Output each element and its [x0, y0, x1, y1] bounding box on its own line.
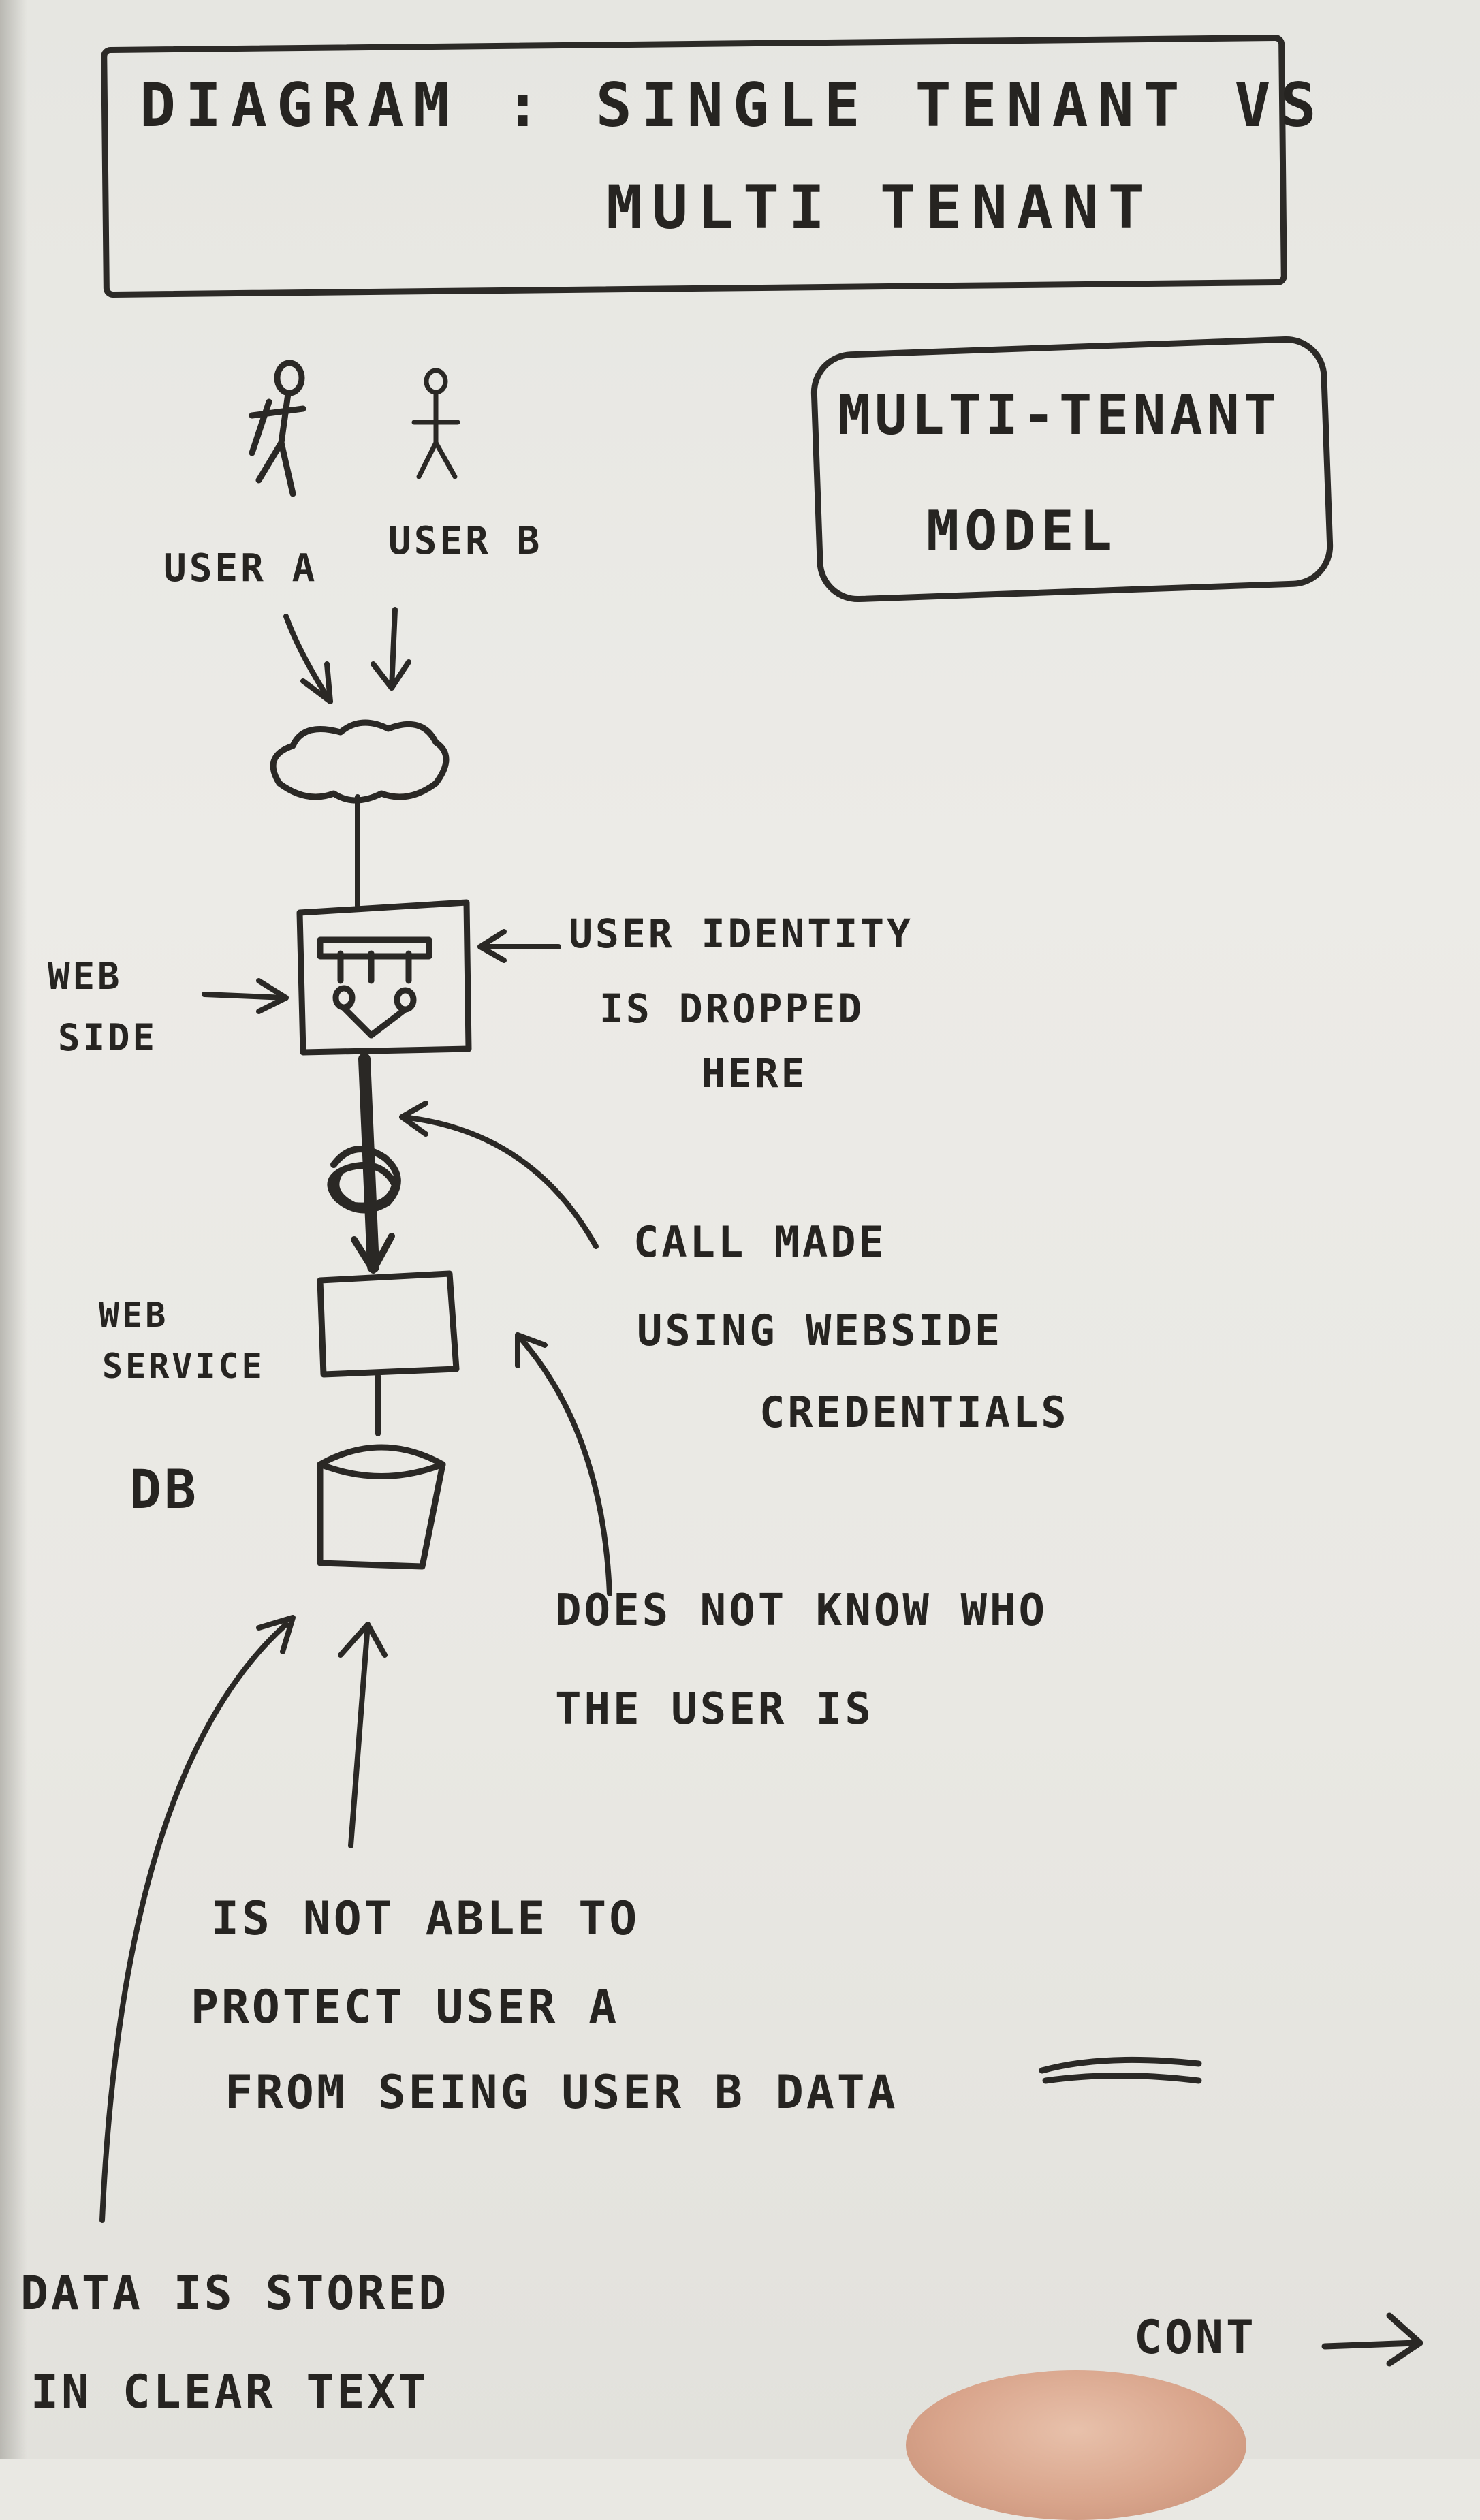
user-arrows — [283, 607, 411, 704]
scribble-knot — [327, 1146, 401, 1214]
user-a-figure-icon — [249, 360, 306, 497]
user-b-figure-icon — [411, 368, 460, 479]
thumb-overlay — [906, 2370, 1246, 2520]
notebook-page — [0, 0, 1480, 2459]
web-side-label-line-1: WEB — [48, 955, 123, 998]
call-note-line-3: CREDENTIALS — [759, 1387, 1069, 1437]
db-label: DB — [129, 1460, 199, 1521]
title-line-2: MULTI TENANT — [606, 172, 1154, 242]
identity-note-arrow — [477, 929, 561, 963]
cont-label: CONT — [1134, 2311, 1257, 2365]
user-identity-note-line-1: USER IDENTITY — [569, 911, 913, 957]
unknown-user-arrow — [515, 1332, 612, 1596]
protect-note-line-2: PROTECT USER A — [191, 1981, 620, 2034]
database-icon — [317, 1444, 446, 1570]
diagram-drawing — [99, 360, 1423, 2367]
protect-note-arrow — [348, 1622, 371, 1848]
title-line-1: DIAGRAM : SINGLE TENANT VS — [140, 70, 1326, 140]
user-identity-note-line-2: IS DROPPED — [599, 986, 865, 1032]
protect-note-line-1: IS NOT ABLE TO — [211, 1892, 640, 1946]
call-note-line-2: USING WEBSIDE — [637, 1306, 1003, 1355]
data-note-line-1: DATA IS STORED — [20, 2267, 450, 2320]
model-label-line-1: MULTI-TENANT — [838, 383, 1280, 447]
unknown-user-note-line-1: DOES NOT KNOW WHO — [555, 1586, 1048, 1636]
web-side-arrow — [202, 978, 289, 1014]
model-label-line-2: MODEL — [926, 499, 1118, 563]
unknown-user-note-line-2: THE USER IS — [555, 1684, 874, 1735]
web-service-label-line-1: WEB — [99, 1295, 169, 1335]
web-service-box — [317, 1270, 460, 1378]
web-service-label-line-2: SERVICE — [102, 1346, 265, 1386]
call-note-line-1: CALL MADE — [633, 1217, 887, 1267]
user-a-label: USER A — [163, 546, 318, 590]
data-note-line-2: IN CLEAR TEXT — [31, 2365, 429, 2419]
internet-cloud-icon — [270, 719, 450, 804]
page-edge-shadow — [0, 0, 27, 2459]
web-side-label-line-2: SIDE — [58, 1016, 158, 1059]
web-side-box — [296, 899, 472, 1056]
call-note-arrow — [399, 1114, 599, 1249]
user-b-label: USER B — [388, 519, 543, 563]
cont-arrow-icon — [1321, 2312, 1423, 2367]
protect-note-line-3: FROM SEING USER B DATA — [225, 2066, 898, 2120]
data-note-arrow — [99, 1622, 289, 2223]
user-identity-note-line-3: HERE — [702, 1050, 808, 1097]
